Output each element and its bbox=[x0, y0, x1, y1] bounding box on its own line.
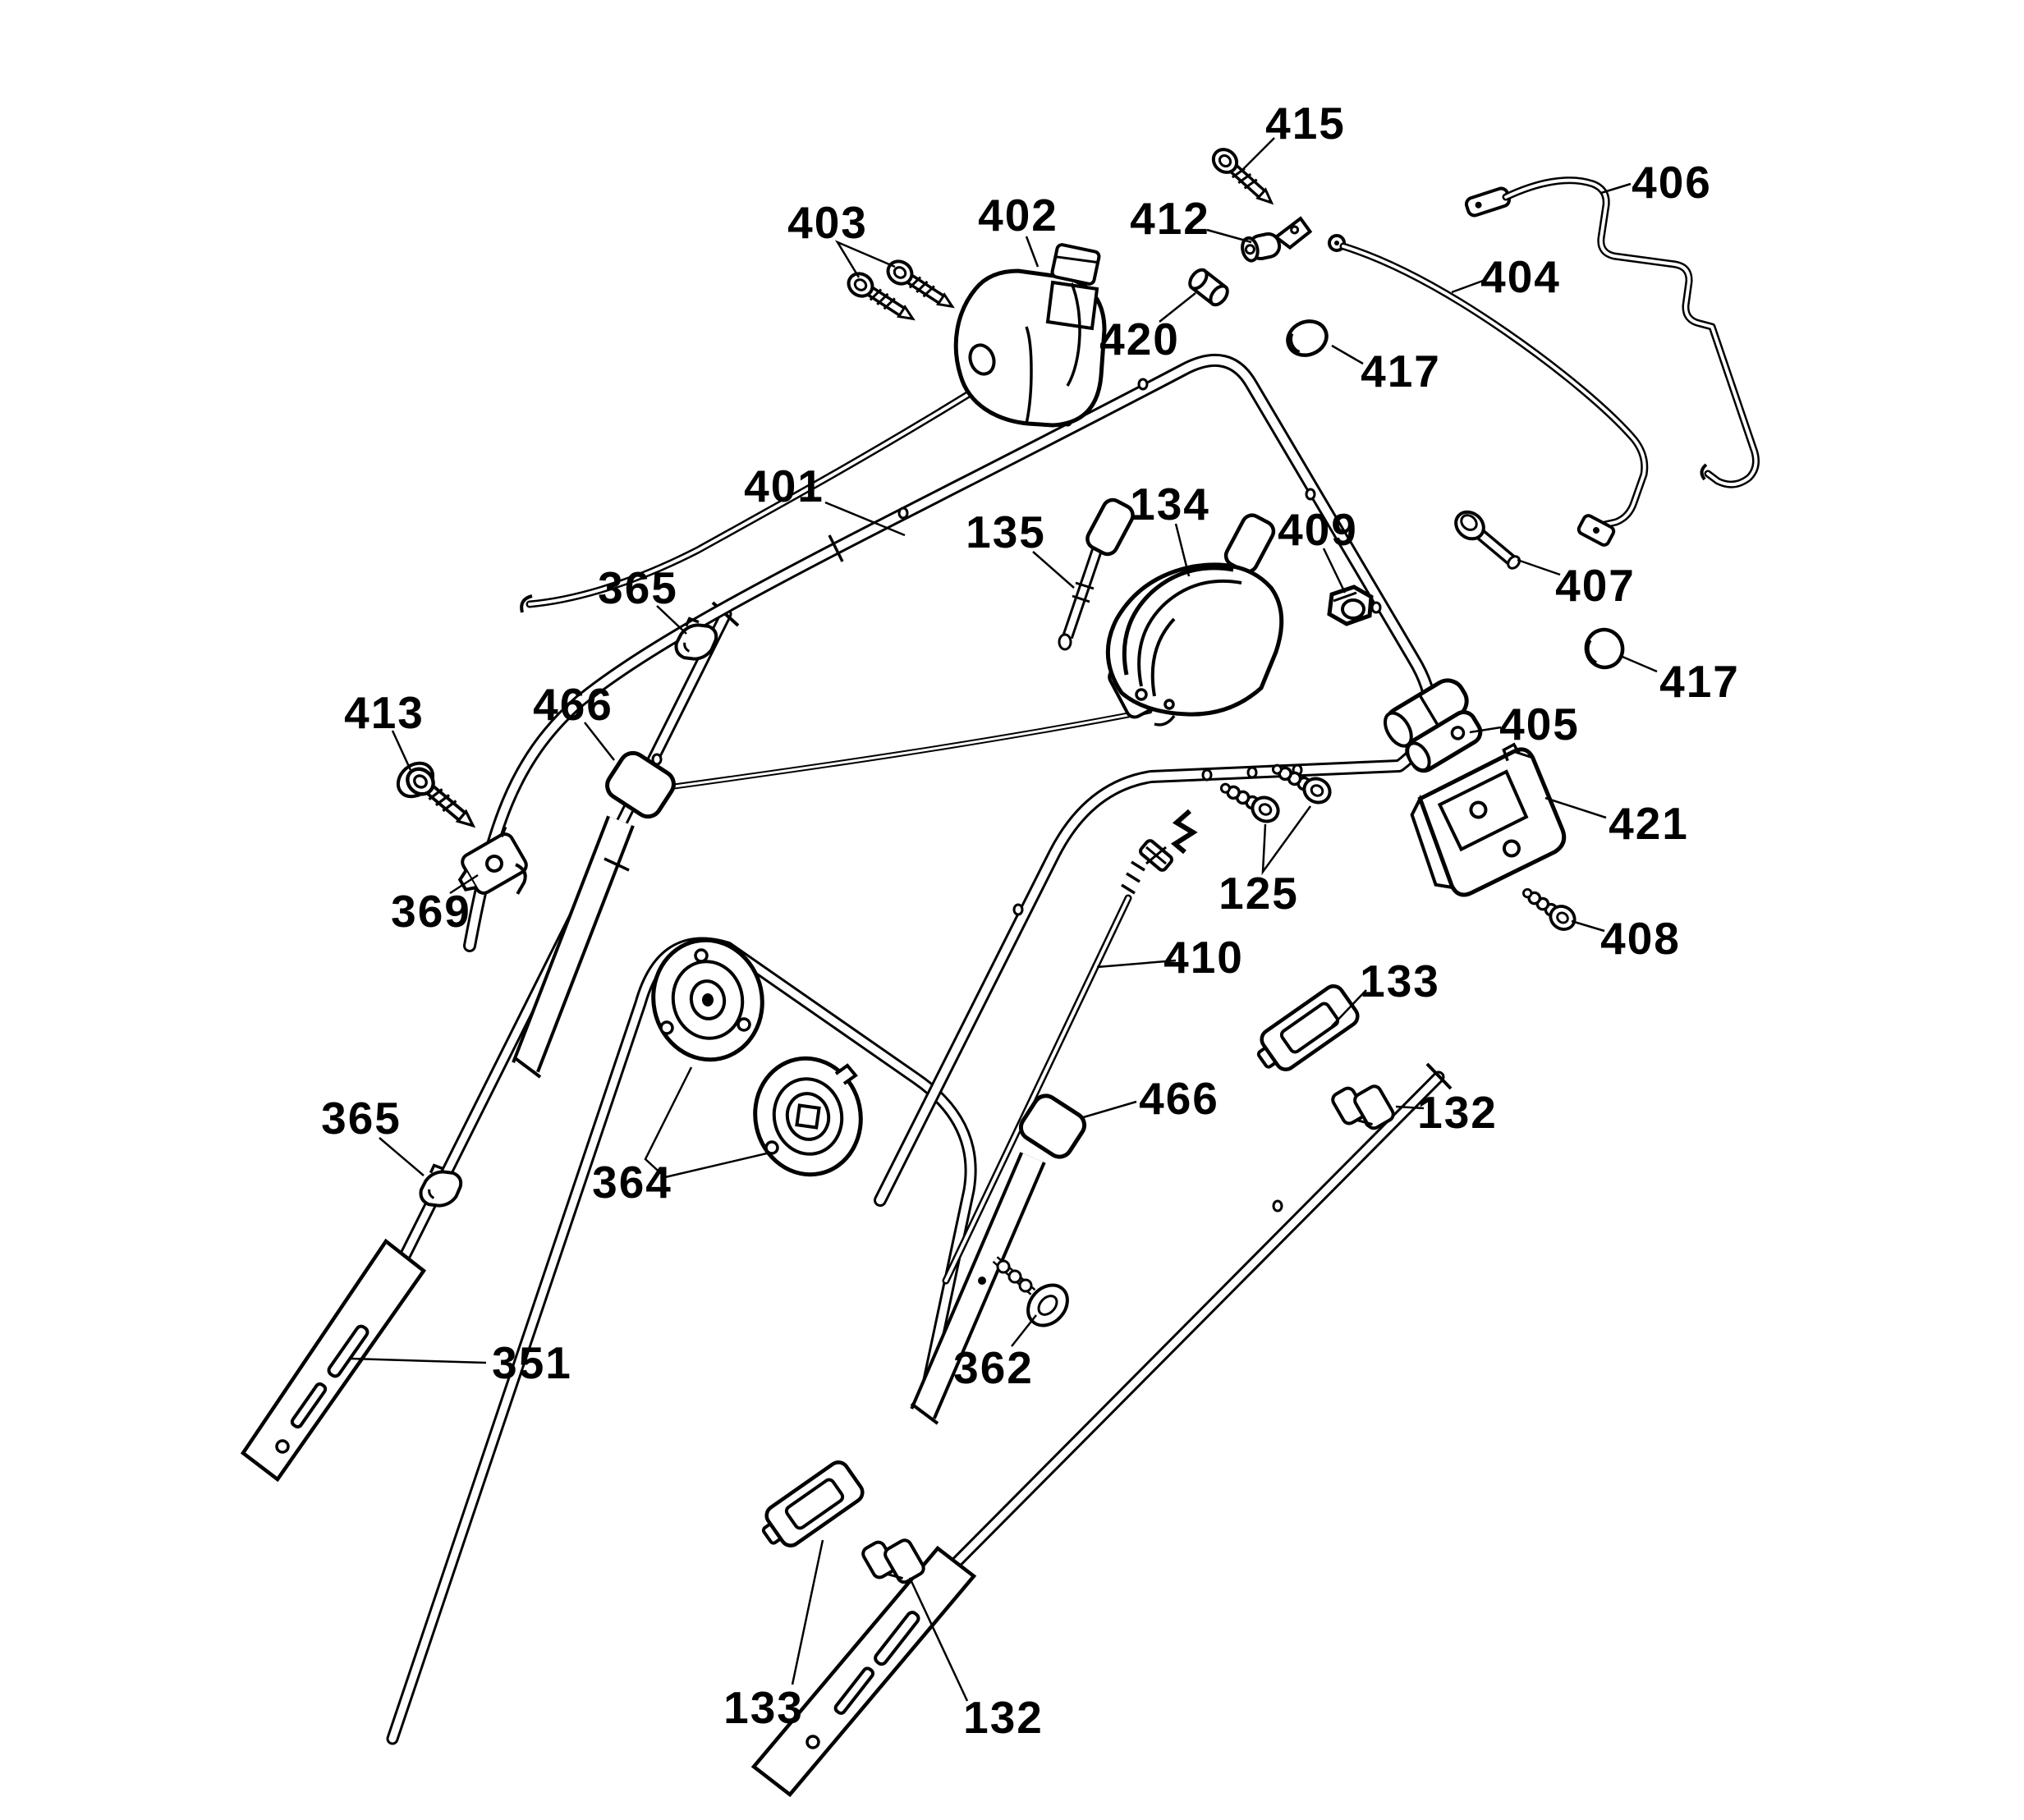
part-label-412: 412 bbox=[1130, 193, 1210, 244]
part-label-362: 362 bbox=[953, 1342, 1034, 1393]
part-label-135: 135 bbox=[966, 507, 1046, 557]
part-label-466: 466 bbox=[533, 679, 613, 730]
part-label-132-2: 132 bbox=[963, 1692, 1044, 1743]
lower-handle-v-brace bbox=[386, 937, 977, 1745]
part-417-cap-right bbox=[1584, 627, 1625, 670]
part-label-409: 409 bbox=[1278, 504, 1358, 555]
part-135-lever bbox=[1058, 497, 1135, 651]
part-404-cable bbox=[1328, 234, 1649, 547]
part-133-plate-bottom bbox=[755, 1459, 866, 1556]
part-label-417-2: 417 bbox=[1659, 656, 1740, 707]
part-label-466-2: 466 bbox=[1139, 1073, 1219, 1124]
part-412-connector bbox=[1241, 216, 1313, 263]
part-label-410: 410 bbox=[1163, 932, 1244, 983]
part-label-402: 402 bbox=[978, 190, 1058, 241]
part-label-404: 404 bbox=[1480, 251, 1561, 302]
part-362-screw bbox=[992, 1256, 1069, 1327]
part-406-cable bbox=[1464, 176, 1760, 488]
part-407-bolt bbox=[1454, 510, 1521, 570]
part-409-nut bbox=[1327, 585, 1374, 626]
part-label-369: 369 bbox=[391, 886, 471, 937]
part-label-401: 401 bbox=[744, 461, 824, 511]
part-408-screw bbox=[1516, 880, 1581, 936]
part-label-132: 132 bbox=[1417, 1087, 1498, 1138]
part-413-screw bbox=[392, 756, 480, 834]
lower-handle-right-bar bbox=[750, 1062, 1453, 1798]
part-402-switch-box bbox=[953, 243, 1107, 428]
part-label-403: 403 bbox=[787, 197, 868, 248]
part-403-screws bbox=[844, 257, 957, 328]
switch-cable bbox=[520, 390, 973, 613]
part-405-clamp bbox=[1384, 678, 1483, 773]
part-label-406: 406 bbox=[1632, 157, 1712, 208]
part-420-spacer bbox=[1188, 268, 1229, 307]
part-label-421: 421 bbox=[1609, 798, 1689, 849]
part-365-clip-bottom bbox=[411, 1158, 467, 1213]
part-label-407: 407 bbox=[1555, 560, 1636, 611]
part-label-125: 125 bbox=[1219, 868, 1299, 919]
part-134-throttle-control bbox=[1105, 513, 1284, 727]
part-number-labels: 415 406 403 402 412 404 420 417 401 134 … bbox=[321, 98, 1740, 1743]
part-label-134: 134 bbox=[1130, 479, 1210, 529]
part-label-408: 408 bbox=[1600, 913, 1681, 964]
part-label-133: 133 bbox=[1360, 956, 1440, 1006]
leader-lines bbox=[351, 137, 1658, 1702]
part-label-364: 364 bbox=[592, 1157, 672, 1208]
part-421-bracket bbox=[1410, 742, 1567, 897]
throttle-cable bbox=[645, 708, 1153, 794]
part-label-415: 415 bbox=[1265, 98, 1346, 149]
part-label-351: 351 bbox=[492, 1337, 572, 1388]
part-466-grip-center bbox=[910, 1093, 1087, 1425]
part-label-413: 413 bbox=[344, 687, 425, 738]
part-label-420: 420 bbox=[1099, 314, 1180, 364]
part-417-cap-top bbox=[1286, 319, 1329, 357]
part-415-screw bbox=[1209, 144, 1278, 210]
part-label-133-2: 133 bbox=[723, 1682, 804, 1733]
part-label-365: 365 bbox=[598, 562, 678, 613]
part-label-365-2: 365 bbox=[321, 1093, 402, 1144]
part-466-grip-left bbox=[512, 750, 676, 1079]
part-label-405: 405 bbox=[1499, 699, 1580, 750]
part-410-throttle-rod bbox=[942, 809, 1198, 1285]
part-133-plate-right bbox=[1250, 983, 1361, 1080]
part-364-discs bbox=[651, 938, 863, 1177]
lower-handle-left-bar-351 bbox=[240, 601, 740, 1483]
part-label-417: 417 bbox=[1361, 346, 1441, 397]
